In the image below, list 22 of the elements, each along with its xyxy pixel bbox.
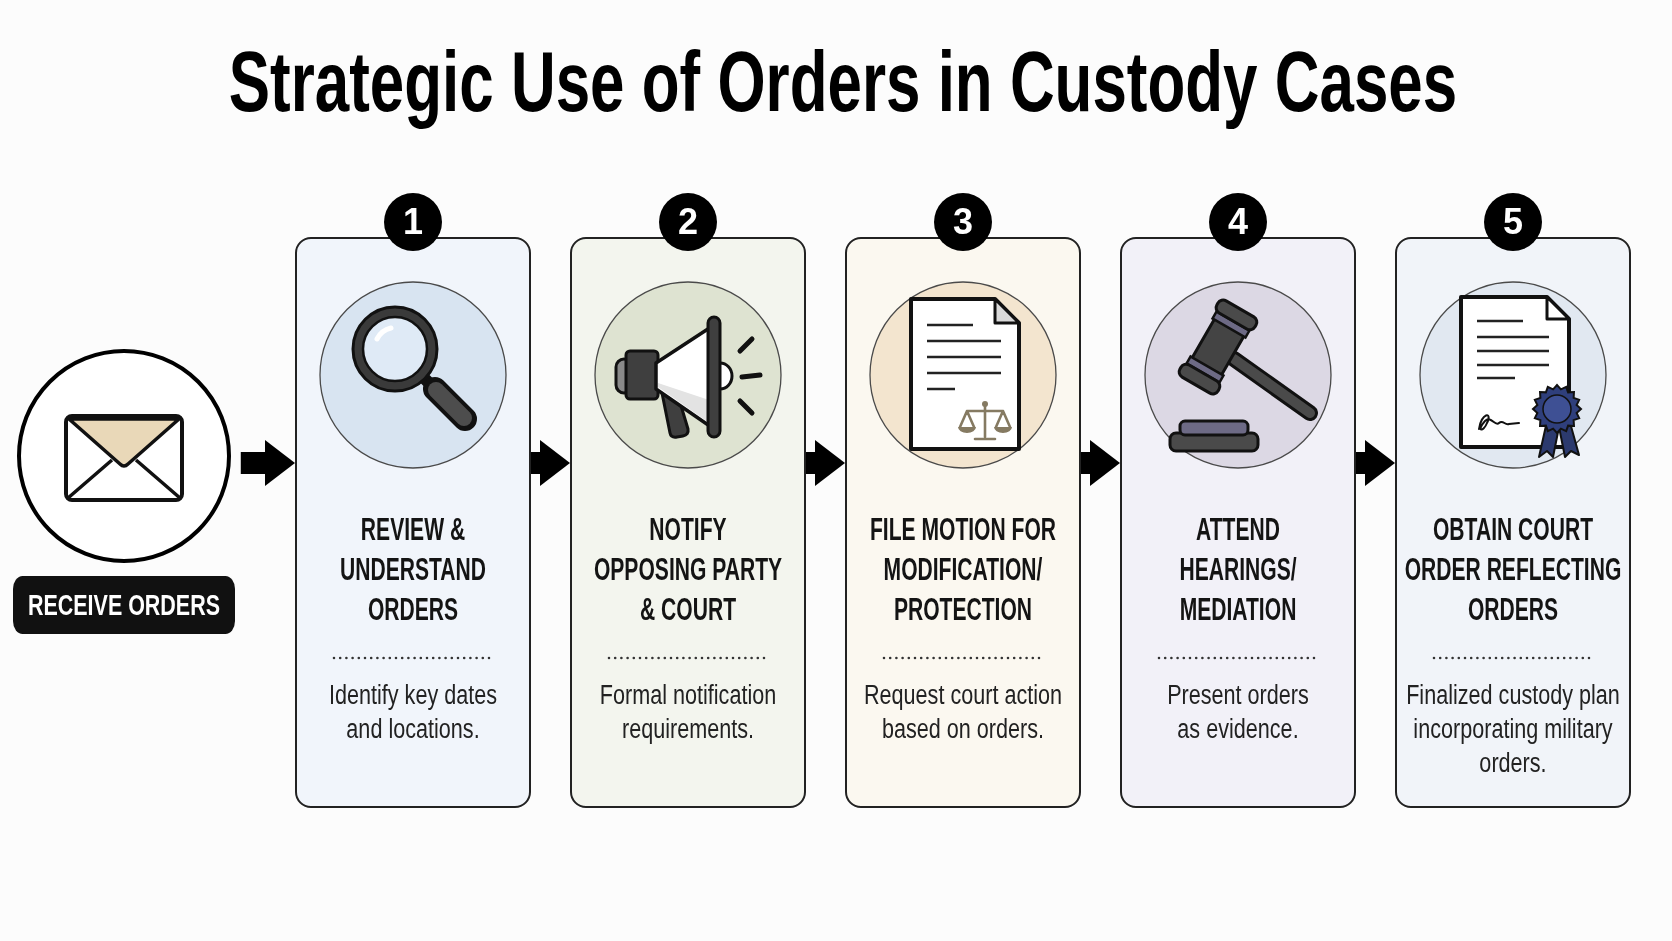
step-title: REVIEW & UNDERSTAND ORDERS <box>339 511 487 629</box>
start-label: RECEIVE ORDERS <box>13 576 235 634</box>
step-description: Finalized custody plan incorporating military orders. <box>1405 679 1621 780</box>
step-description: Formal notification requirements. <box>598 679 778 746</box>
page-title: Strategic Use of Orders in Custody Cases <box>228 32 1458 131</box>
arrow <box>806 440 845 486</box>
step-title: FILE MOTION FOR MODIFICATION/ PROTECTION <box>868 511 1058 629</box>
arrow <box>1081 440 1120 486</box>
arrow <box>240 440 295 486</box>
step-description: Present orders as evidence. <box>1166 679 1310 746</box>
step-number: 5 <box>1484 193 1542 251</box>
step-number: 1 <box>384 193 442 251</box>
step-number: 4 <box>1209 193 1267 251</box>
arrow <box>531 440 570 486</box>
step-title: ATTEND HEARINGS/ MEDIATION <box>1178 511 1298 629</box>
step-title: NOTIFY OPPOSING PARTY & COURT <box>592 511 784 629</box>
arrow <box>1356 440 1395 486</box>
step-description: Request court action based on orders. <box>862 679 1064 746</box>
step-title: OBTAIN COURT ORDER REFLECTING ORDERS <box>1403 511 1623 629</box>
step-number: 2 <box>659 193 717 251</box>
step-number: 3 <box>934 193 992 251</box>
step-description: Identify key dates and locations. <box>327 679 499 746</box>
